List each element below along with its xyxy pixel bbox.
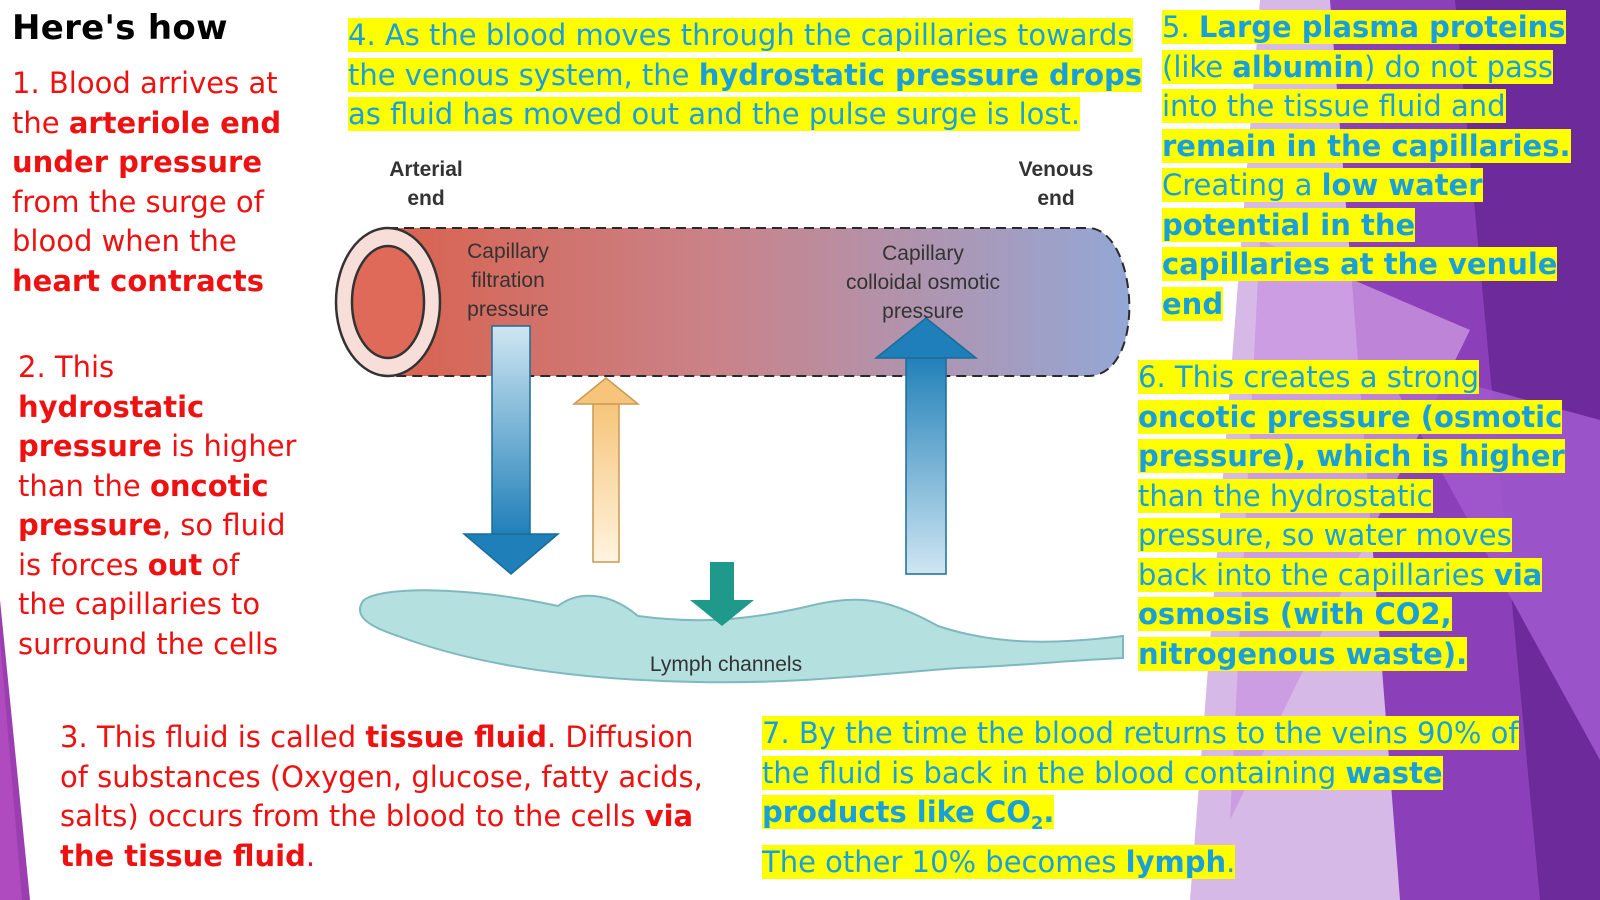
step-2-text: 2. This hydrostatic pressure is higher t… — [18, 350, 297, 661]
colloidal-label-1: Capillary — [882, 242, 964, 265]
arterial-end-label-2: end — [407, 187, 444, 210]
lymph-arrow-down — [690, 562, 754, 626]
slide-title: Here's how — [12, 8, 228, 48]
arterial-end-label-1: Arterial — [389, 158, 463, 181]
oncotic-arrow-up — [873, 317, 979, 575]
hydrostatic-arrow-up — [571, 377, 641, 563]
step-5-text: 5. Large plasma proteins (like albumin) … — [1162, 10, 1571, 321]
capillary-diagram: Arterial end Venous end Capillary filtra… — [334, 158, 1131, 684]
lymph-channel — [358, 589, 1124, 684]
step-7-text: 7. By the time the blood returns to the … — [762, 716, 1519, 880]
filtration-label-3: pressure — [467, 298, 549, 321]
step-3-text: 3. This fluid is called tissue fluid. Di… — [60, 720, 703, 873]
filtration-arrow-down — [461, 325, 561, 575]
colloidal-label-2: colloidal osmotic — [846, 271, 1000, 294]
step-1-text: 1. Blood arrives at the arteriole end un… — [12, 66, 282, 298]
filtration-label-2: filtration — [471, 269, 545, 292]
step-4-text: 4. As the blood moves through the capill… — [348, 18, 1143, 131]
venous-end-label-2: end — [1037, 187, 1074, 210]
left-purple-strip — [0, 640, 22, 900]
step-6-text: 6. This creates a strong oncotic pressur… — [1138, 360, 1565, 671]
venous-end-label-1: Venous — [1019, 158, 1094, 181]
lymph-channels-label: Lymph channels — [650, 653, 802, 676]
filtration-label-1: Capillary — [467, 240, 549, 263]
colloidal-label-3: pressure — [882, 300, 964, 323]
